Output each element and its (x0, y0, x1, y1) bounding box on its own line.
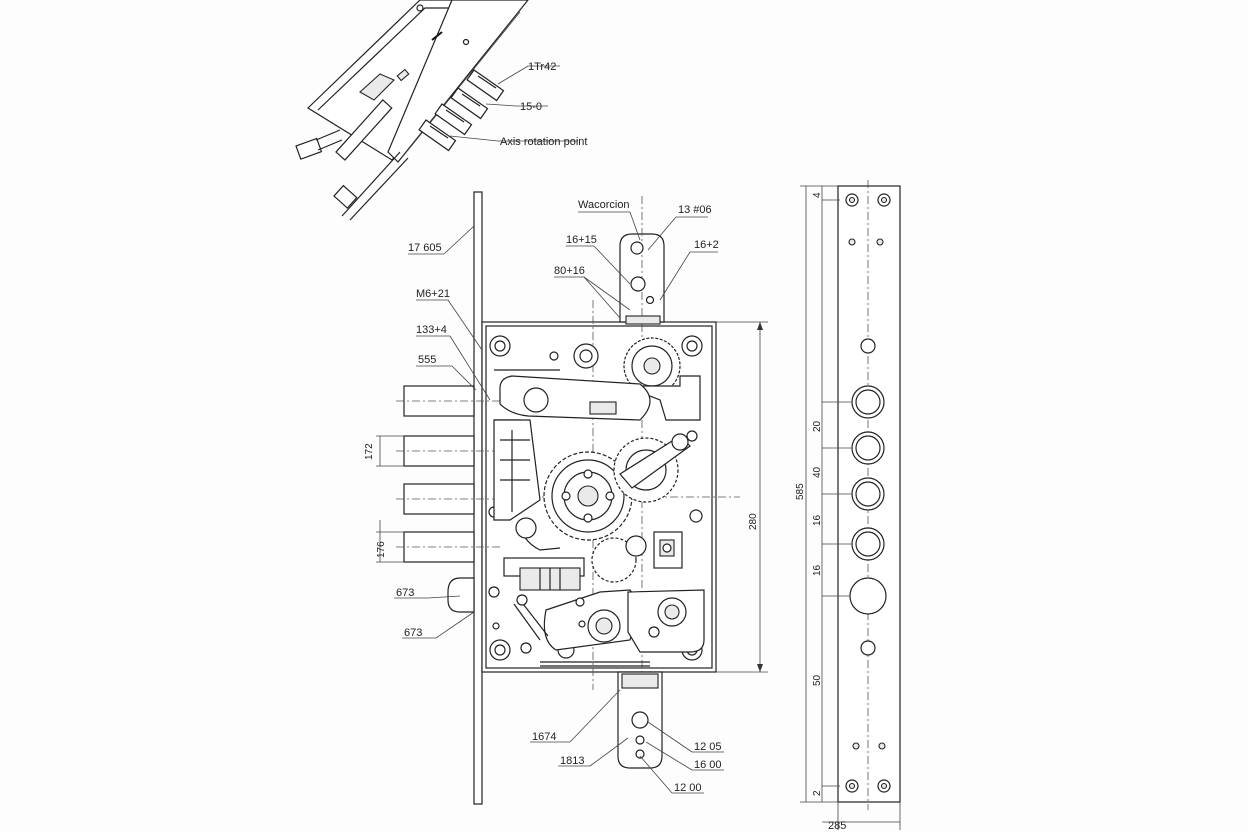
label-left-4: 555 (418, 354, 436, 366)
label-left-1: 17 605 (408, 242, 442, 254)
label-top-left-2: 80+16 (554, 265, 585, 277)
dim-strip-width: 285 (828, 820, 846, 832)
label-top-right-2: 16+2 (694, 239, 719, 251)
label-bottom-right-1: 12 05 (694, 741, 722, 753)
label-bottom-right-3: 12 00 (674, 782, 702, 794)
faceplate-side-view: 585 20 40 16 16 50 4 2 285 (795, 180, 901, 832)
label-left-3: 133+4 (416, 324, 447, 336)
label-top-left-1: 16+15 (566, 234, 597, 246)
label-left-5: 673 (396, 587, 414, 599)
dim-strip-seg-4: 16 (812, 564, 823, 576)
dim-strip-seg-2: 40 (812, 466, 823, 478)
dim-strip-seg-5: 50 (812, 674, 823, 686)
dim-strip-seg-1: 20 (812, 420, 823, 432)
isometric-lock-view: 1Tr42 15-0 Axis rotation point (295, 0, 587, 221)
top-strike-tongue (619, 196, 665, 700)
label-bottom-right-2: 16 00 (694, 759, 722, 771)
label-top-right-1: 13 #06 (678, 204, 712, 216)
iso-label-axis: Axis rotation point (500, 136, 587, 148)
lock-front-view: 172 176 280 (364, 191, 768, 805)
label-left-2: M6+21 (416, 288, 450, 300)
dim-strip-top-small: 4 (812, 192, 823, 198)
iso-label-1: 1Tr42 (528, 61, 556, 73)
dim-strip-bottom-small: 2 (812, 790, 823, 796)
dim-strip-overall: 585 (795, 483, 806, 500)
dim-case-height: 280 (748, 513, 759, 530)
dim-bolt-gap-1: 172 (364, 443, 375, 460)
iso-bolt-rods (418, 69, 505, 152)
lock-bolts (396, 385, 500, 613)
bottom-strike-tongue (617, 671, 663, 769)
iso-label-2: 15-0 (520, 101, 542, 113)
dim-bolt-gap-2: 176 (376, 541, 387, 558)
lock-mechanism (493, 337, 705, 667)
label-bottom-2: 1813 (560, 755, 584, 767)
dim-strip-seg-3: 16 (812, 514, 823, 526)
label-top-center: Wacorcion (578, 199, 630, 211)
label-left-6: 673 (404, 627, 422, 639)
label-bottom-1: 1674 (532, 731, 556, 743)
